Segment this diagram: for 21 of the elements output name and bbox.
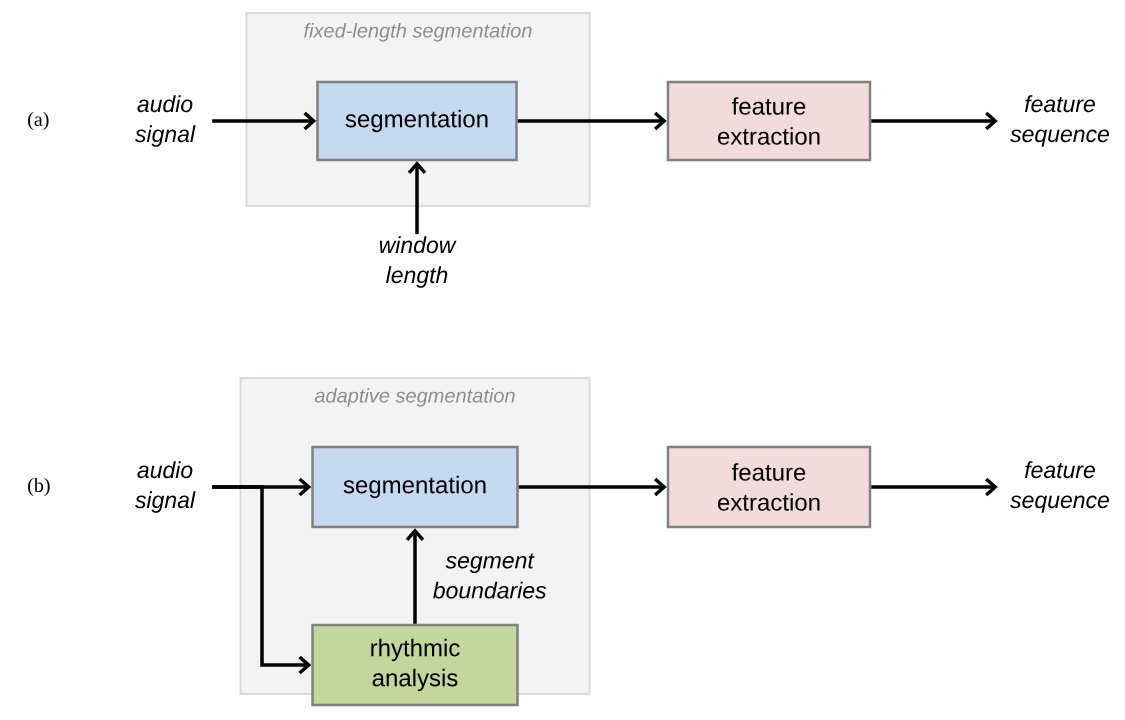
arrow [871, 111, 998, 131]
arrow [212, 111, 317, 131]
input-text: feature sequence [1010, 461, 1109, 513]
arrow [407, 161, 427, 235]
edge-label: segment boundaries [433, 553, 547, 599]
arrow [517, 111, 667, 131]
arrow [405, 528, 425, 624]
panel-label: (a) [28, 111, 49, 131]
process-box: segmentation [311, 445, 519, 529]
process-box: rhythmic analysis [311, 623, 519, 707]
input-text: audio signal [135, 95, 196, 147]
arrow [871, 477, 998, 497]
process-box: segmentation [316, 80, 518, 162]
arrow [212, 485, 312, 675]
panel-label: (b) [28, 477, 50, 497]
arrow [518, 477, 667, 497]
input-text: window length [379, 236, 457, 288]
process-box: feature extraction [666, 80, 872, 162]
input-text: audio signal [135, 461, 196, 513]
process-box: feature extraction [666, 445, 872, 529]
input-text: feature sequence [1010, 95, 1109, 147]
